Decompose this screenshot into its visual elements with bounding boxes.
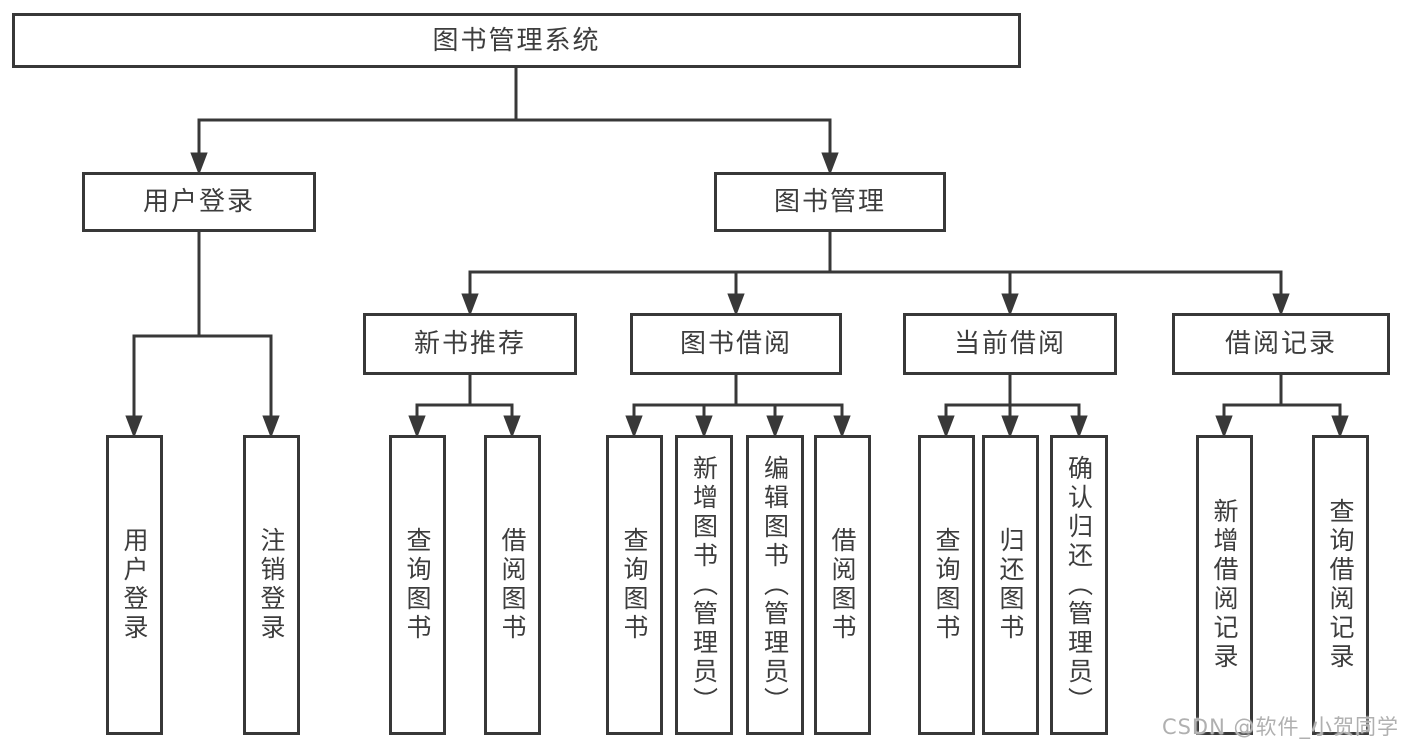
leaf-query-borrow-record: 查询借阅记录	[1312, 435, 1369, 735]
leaf-user-login: 用户登录	[106, 435, 163, 735]
leaf-return-book: 归还图书	[982, 435, 1039, 735]
node-book-borrow: 图书借阅	[630, 313, 842, 375]
leaf-confirm-return-admin: 确认归还（管理员）	[1050, 435, 1108, 735]
node-root: 图书管理系统	[12, 13, 1021, 68]
leaf-borrow-books: 借阅图书	[814, 435, 871, 735]
watermark: CSDN @软件_小贺同学	[1161, 715, 1399, 739]
leaf-query-books-borrow: 查询图书	[606, 435, 663, 735]
leaf-query-books-current: 查询图书	[918, 435, 975, 735]
node-book-management: 图书管理	[714, 172, 946, 232]
leaf-edit-book-admin: 编辑图书（管理员）	[746, 435, 804, 735]
node-borrow-records: 借阅记录	[1172, 313, 1390, 375]
leaf-logout: 注销登录	[243, 435, 300, 735]
leaf-add-borrow-record: 新增借阅记录	[1196, 435, 1253, 735]
leaf-add-book-admin: 新增图书（管理员）	[675, 435, 733, 735]
node-current-borrow: 当前借阅	[903, 313, 1117, 375]
node-user-login: 用户登录	[82, 172, 316, 232]
leaf-query-books-recommend: 查询图书	[389, 435, 446, 735]
node-new-book-recommend: 新书推荐	[363, 313, 577, 375]
leaf-borrow-books-recommend: 借阅图书	[484, 435, 541, 735]
